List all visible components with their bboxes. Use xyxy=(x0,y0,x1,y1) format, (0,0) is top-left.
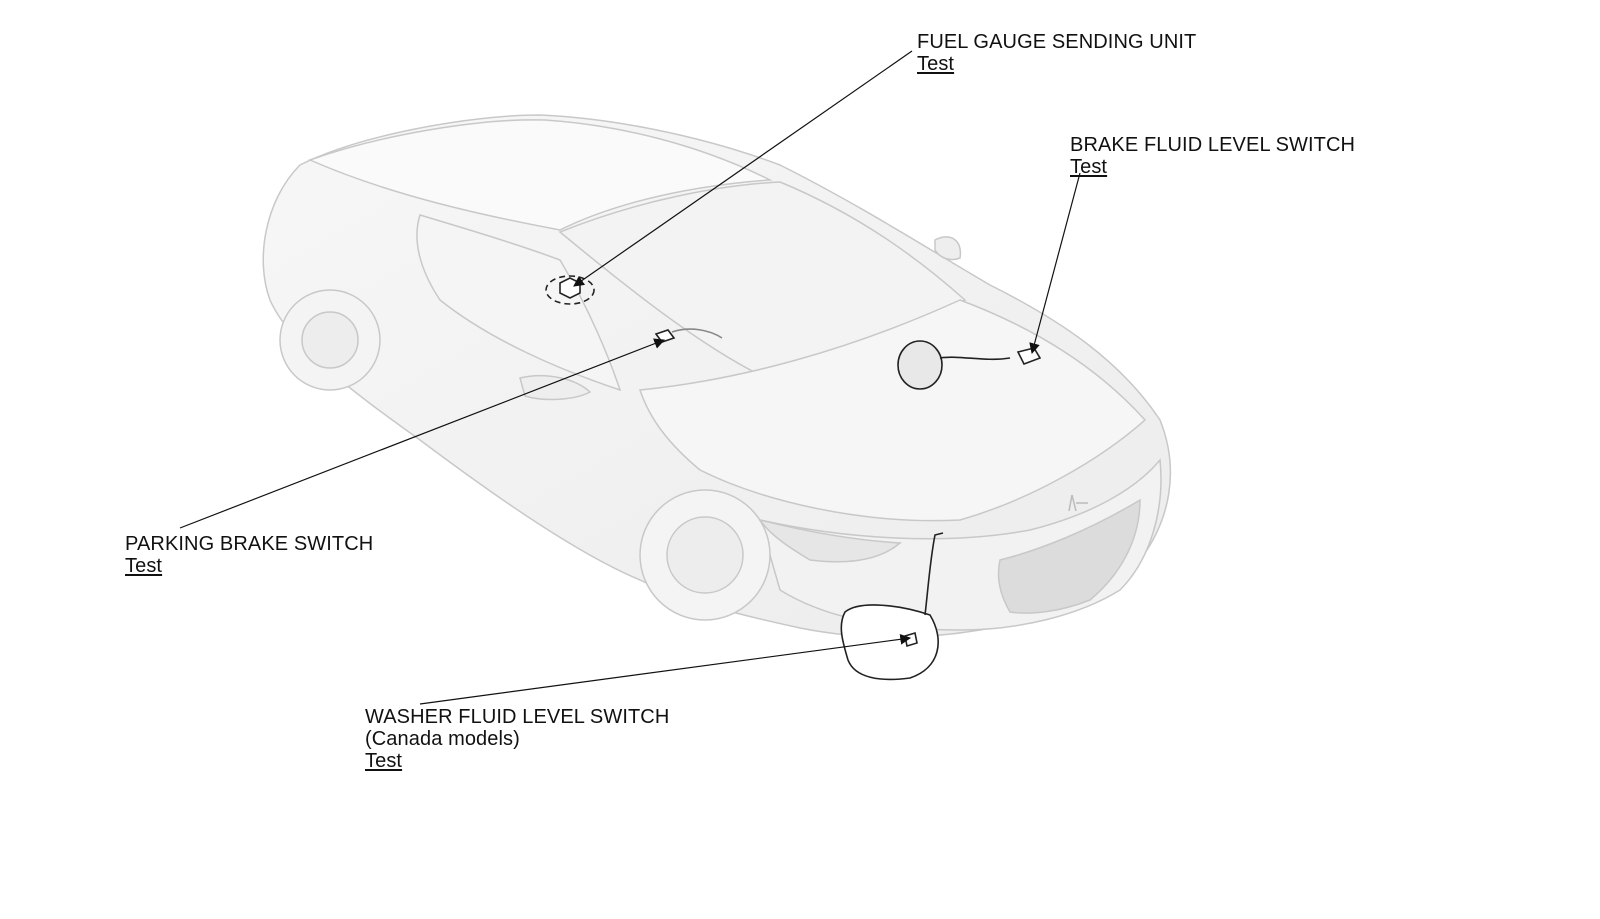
car-front-wheel-hub xyxy=(666,516,744,594)
fuel-gauge-test-link[interactable]: Test xyxy=(917,53,955,75)
car-side-window xyxy=(416,214,622,392)
brake-booster xyxy=(897,340,943,390)
fuel-gauge-sending-unit-marker xyxy=(545,275,595,305)
fuel-gauge-sending-unit-part xyxy=(559,277,581,299)
parking-brake-switch-label: PARKING BRAKE SWITCH xyxy=(125,533,374,555)
brake-master-cylinder xyxy=(939,356,1011,361)
brake-fluid-test-link[interactable]: Test xyxy=(1070,156,1108,178)
washer-fluid-canada-note: (Canada models) xyxy=(365,728,520,750)
washer-filler-neck xyxy=(924,532,944,616)
washer-fluid-level-switch-label: WASHER FLUID LEVEL SWITCH xyxy=(365,706,670,728)
washer-fluid-level-switch-part xyxy=(904,631,918,648)
car-headlight xyxy=(758,518,902,563)
car-side-mirror xyxy=(519,374,592,401)
callout-fuel-gauge-sending-unit: FUEL GAUGE SENDING UNIT Test xyxy=(917,31,1196,75)
callout-parking-brake-switch: PARKING BRAKE SWITCH Test xyxy=(125,533,373,577)
leader-parking-brake xyxy=(179,338,666,529)
car-passenger-mirror xyxy=(934,236,962,261)
leader-lines xyxy=(179,50,1081,705)
washer-fluid-test-link[interactable]: Test xyxy=(365,750,403,772)
car-illustration xyxy=(262,114,1172,638)
car-roof xyxy=(307,119,773,231)
leader-fuel-gauge xyxy=(573,50,913,287)
leader-brake-fluid xyxy=(1029,172,1081,355)
fuel-gauge-sending-unit-label: FUEL GAUGE SENDING UNIT xyxy=(917,31,1197,53)
callout-brake-fluid-level-switch: BRAKE FLUID LEVEL SWITCH Test xyxy=(1070,134,1355,178)
car-emblem xyxy=(1068,494,1088,512)
callout-washer-fluid-level-switch: WASHER FLUID LEVEL SWITCH (Canada models… xyxy=(365,706,669,772)
parking-brake-test-link[interactable]: Test xyxy=(125,555,163,577)
car-rear-wheel-hub xyxy=(301,311,359,369)
leader-washer-fluid xyxy=(419,633,912,705)
washer-fluid-reservoir xyxy=(840,604,939,681)
brake-fluid-level-switch-label: BRAKE FLUID LEVEL SWITCH xyxy=(1070,134,1356,156)
parking-brake-lever xyxy=(671,328,723,339)
car-grille xyxy=(997,498,1141,614)
